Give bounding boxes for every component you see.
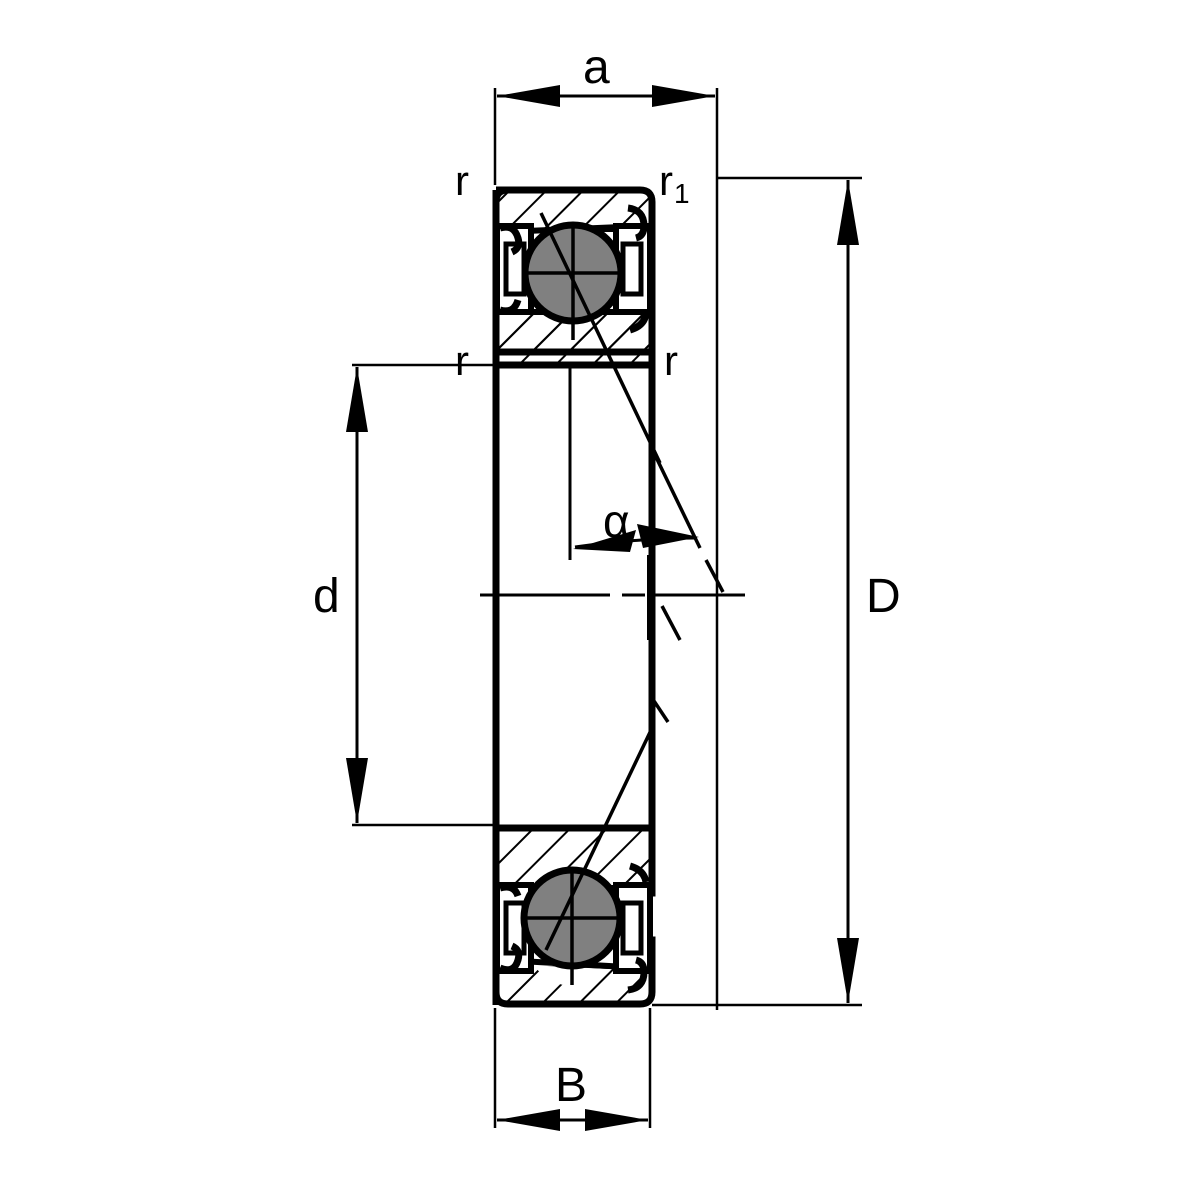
dimension-d [346, 363, 494, 827]
centre-line [480, 555, 745, 640]
radius-label-r-bottom-left: r [455, 337, 469, 384]
dimension-label-a: a [583, 41, 610, 94]
angle-alpha-construction [568, 368, 725, 723]
dimension-label-B: B [555, 1059, 588, 1112]
radius-label-r1-base: r [659, 157, 673, 204]
dimension-B [493, 1008, 652, 1131]
radius-label-r-bottom-right: r [664, 337, 678, 384]
contact-line-lower [544, 725, 655, 951]
radius-label-r-top-left: r [455, 157, 469, 204]
seal-pack-lower-right [613, 862, 653, 994]
dimension-label-d: d [313, 570, 340, 623]
contact-line-upper [539, 212, 662, 464]
radius-label-r1: r1 [659, 157, 690, 208]
angle-label-alpha: α [603, 495, 630, 547]
dimension-label-D: D [866, 570, 901, 623]
rolling-element-upper [521, 221, 625, 340]
dimension-D [652, 176, 862, 1007]
dimension-a [493, 85, 719, 1010]
radius-label-r1-index: 1 [674, 178, 690, 209]
